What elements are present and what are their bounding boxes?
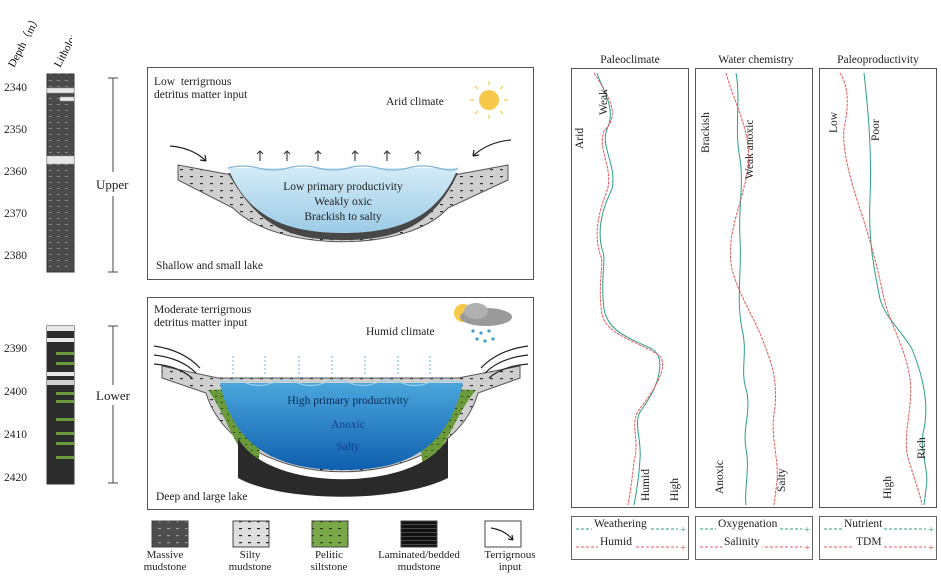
lower-lake-label: Deep and large lake — [156, 491, 248, 503]
label-anoxic: Anoxic — [714, 460, 726, 494]
label-brackish: Brackish — [700, 112, 712, 153]
depth-tick: 2400 — [4, 386, 27, 398]
legend-humid: Humid — [598, 536, 634, 549]
depth-tick: 2350 — [4, 124, 27, 136]
interval-upper: Upper — [96, 177, 129, 192]
svg-text:+: + — [928, 524, 934, 536]
legend-tdm: TDM — [854, 536, 884, 549]
curve-svg-paleoclimate — [593, 72, 663, 506]
label-rich: Rich — [916, 437, 928, 459]
upper-lith-column — [46, 73, 75, 273]
svg-text:+: + — [928, 542, 934, 554]
curve-panel-paleoclimate: Arid Weak Humid High — [571, 68, 689, 508]
label-high-weathering: High — [669, 478, 681, 501]
legend-label-massive: Massive mudstone — [143, 549, 187, 573]
lower-salinity-text: Salty — [336, 441, 360, 453]
depth-tick: 2390 — [4, 343, 27, 355]
cloud-sun-icon — [454, 303, 512, 343]
legend-swatch-input — [484, 520, 522, 548]
legend-swatch-laminated — [400, 520, 438, 548]
upper-input-text: Low terrigrnous detritus matter input — [154, 76, 248, 101]
lower-redox-text: Anoxic — [331, 419, 365, 431]
depth-tick: 2340 — [4, 82, 27, 94]
legend-weathering: Weathering — [592, 518, 649, 531]
upper-salinity-text: Brackish to salty — [304, 211, 382, 223]
lower-climate-text: Humid climate — [366, 326, 435, 338]
depth-tick: 2370 — [4, 208, 27, 220]
lower-productivity-text: High primary productivity — [287, 395, 409, 407]
curve-legend-water-chemistry: + + Oxygenation Salinity — [695, 516, 813, 560]
label-weak-anoxic: Weak anoxic — [744, 119, 756, 179]
depth-tick: 2410 — [4, 429, 27, 441]
upper-bracket — [108, 77, 118, 273]
curve-panel-water-chemistry: Brackish Weak anoxic Anoxic Salty — [695, 68, 813, 508]
legend-label-pelitic: Pelitic siltstone — [310, 549, 348, 573]
depth-tick: 2380 — [4, 250, 27, 262]
legend-swatch-massive — [151, 520, 189, 548]
curve-panel-paleoproductivity: Low Poor High Rich — [819, 68, 937, 508]
svg-text:+: + — [804, 524, 810, 536]
lithology-columns — [46, 73, 118, 485]
legend-oxygenation: Oxygenation — [716, 518, 780, 531]
lithology-legend-swatches — [151, 520, 522, 548]
upper-lake-label: Shallow and small lake — [156, 260, 263, 272]
svg-text:+: + — [680, 542, 686, 554]
interval-lower: Lower — [96, 388, 130, 403]
label-high: High — [882, 476, 894, 499]
lower-lake-panel: Moderate terrigrnous detritus matter inp… — [147, 297, 534, 510]
upper-redox-text: Weakly oxic — [314, 196, 372, 208]
lower-bracket — [108, 325, 118, 484]
curve-svg-water-chemistry — [725, 72, 778, 506]
label-poor: Poor — [870, 119, 882, 141]
legend-swatch-silty — [232, 520, 270, 548]
legend-label-silty: Silty mudstone — [228, 549, 272, 573]
curve-title-water-chemistry: Water chemistry — [718, 54, 794, 66]
svg-text:+: + — [680, 524, 686, 536]
upper-climate-text: Arid climate — [386, 96, 444, 108]
legend-salinity: Salinity — [722, 536, 762, 549]
legend-nutrient: Nutrient — [842, 518, 885, 531]
lower-lith-column — [46, 325, 75, 485]
depth-tick: 2360 — [4, 166, 27, 178]
legend-label-input: Terrigrnous input — [484, 549, 536, 573]
svg-text:+: + — [804, 542, 810, 554]
label-humid: Humid — [640, 469, 652, 501]
upper-productivity-text: Low primary productivity — [283, 181, 403, 193]
legend-label-laminated: Laminated/bedded mudstone — [378, 549, 460, 573]
curve-title-paleoclimate: Paleoclimate — [600, 54, 660, 66]
curve-legend-paleoclimate: + + Weathering Humid — [571, 516, 689, 560]
legend-swatch-pelitic — [311, 520, 349, 548]
proxy-curve-area: Paleoclimate Arid Weak Humid High + + We… — [560, 50, 940, 582]
sun-icon — [470, 81, 508, 119]
lower-lake-diagram — [153, 303, 529, 497]
curve-title-paleoproductivity: Paleoproductivity — [837, 54, 919, 66]
label-weak-weathering: Weak — [598, 89, 610, 115]
label-low: Low — [828, 111, 840, 133]
curve-legend-paleoproductivity: + + Nutrient TDM — [819, 516, 937, 560]
label-salty: Salty — [776, 468, 788, 492]
upper-lake-diagram — [169, 81, 512, 243]
upper-lake-panel: Low terrigrnous detritus matter input Ar… — [147, 67, 534, 280]
depth-tick: 2420 — [4, 472, 27, 484]
label-arid: Arid — [574, 127, 586, 149]
curve-svg-paleoproductivity — [839, 72, 928, 506]
lower-input-text: Moderate terrigrnous detritus matter inp… — [154, 304, 252, 329]
